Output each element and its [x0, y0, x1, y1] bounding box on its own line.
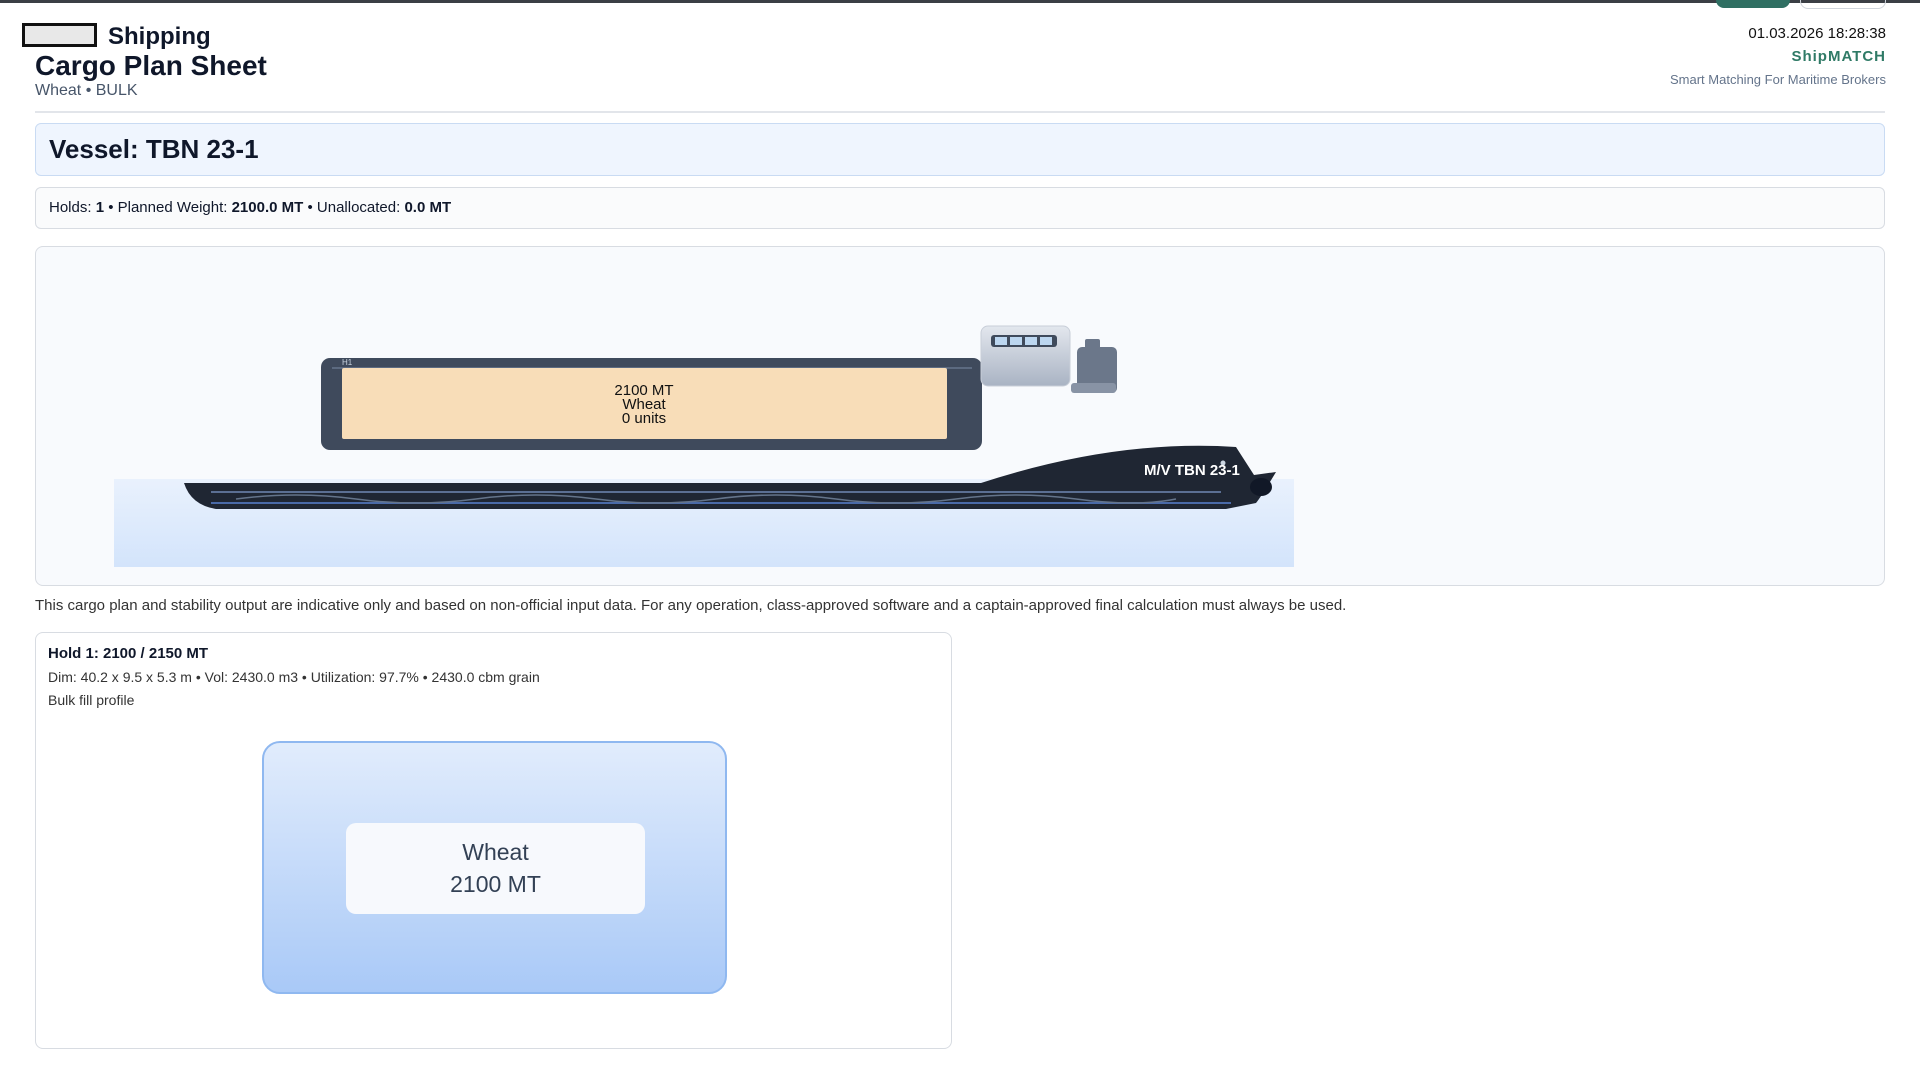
hold-card: Hold 1: 2100 / 2150 MT Dim: 40.2 x 9.5 x… — [35, 632, 952, 1049]
bulk-fill-profile: Wheat 2100 MT — [262, 741, 727, 994]
fill-cargo: Wheat — [462, 839, 529, 865]
hold-dimensions: Dim: 40.2 x 9.5 x 5.3 m • Vol: 2430.0 m3… — [48, 669, 540, 685]
hold-cargo: Wheat — [622, 396, 666, 413]
unallocated-label: • Unallocated: — [303, 199, 405, 216]
secondary-button[interactable] — [1800, 0, 1886, 9]
company-name: Shipping — [108, 23, 211, 50]
unallocated-weight: 0.0 MT — [404, 199, 452, 216]
redacted-logo — [22, 23, 97, 47]
holds-count: 1 — [95, 199, 105, 216]
fill-label: Wheat 2100 MT — [346, 823, 645, 914]
page-subtitle: Wheat • BULK — [35, 82, 138, 99]
ship-diagram: M/V TBN 23-1 H1 2100 MT Wheat 0 units — [35, 246, 1885, 586]
timestamp: 01.03.2026 18:28:38 — [1748, 25, 1886, 42]
brand-name: ShipMATCH — [1791, 48, 1886, 65]
fill-weight: 2100 MT — [450, 871, 541, 897]
divider — [35, 111, 1885, 113]
bridge — [980, 325, 1071, 387]
hold-tag: H1 — [342, 358, 353, 367]
summary-bar: Holds: 1 • Planned Weight: 2100.0 MT • U… — [35, 187, 1885, 229]
hold-title: Hold 1: 2100 / 2150 MT — [48, 645, 209, 662]
hold-profile: Bulk fill profile — [48, 692, 135, 708]
hold-weight: 2100 MT — [614, 382, 673, 399]
primary-button[interactable] — [1716, 0, 1790, 8]
brand-tagline: Smart Matching For Maritime Brokers — [1670, 72, 1886, 87]
planned-label: • Planned Weight: — [104, 199, 232, 216]
top-border — [0, 0, 1920, 3]
planned-weight: 2100.0 MT — [231, 199, 304, 216]
disclaimer: This cargo plan and stability output are… — [35, 597, 1347, 614]
hold-units: 0 units — [622, 410, 666, 427]
cargo-hold — [321, 358, 982, 450]
funnel — [1071, 339, 1117, 393]
page-title: Cargo Plan Sheet — [35, 50, 267, 81]
ship-name: M/V TBN 23-1 — [1144, 462, 1240, 479]
holds-label: Holds: — [49, 199, 96, 216]
vessel-heading: Vessel: TBN 23-1 — [35, 123, 1885, 176]
hull — [184, 445, 1276, 509]
